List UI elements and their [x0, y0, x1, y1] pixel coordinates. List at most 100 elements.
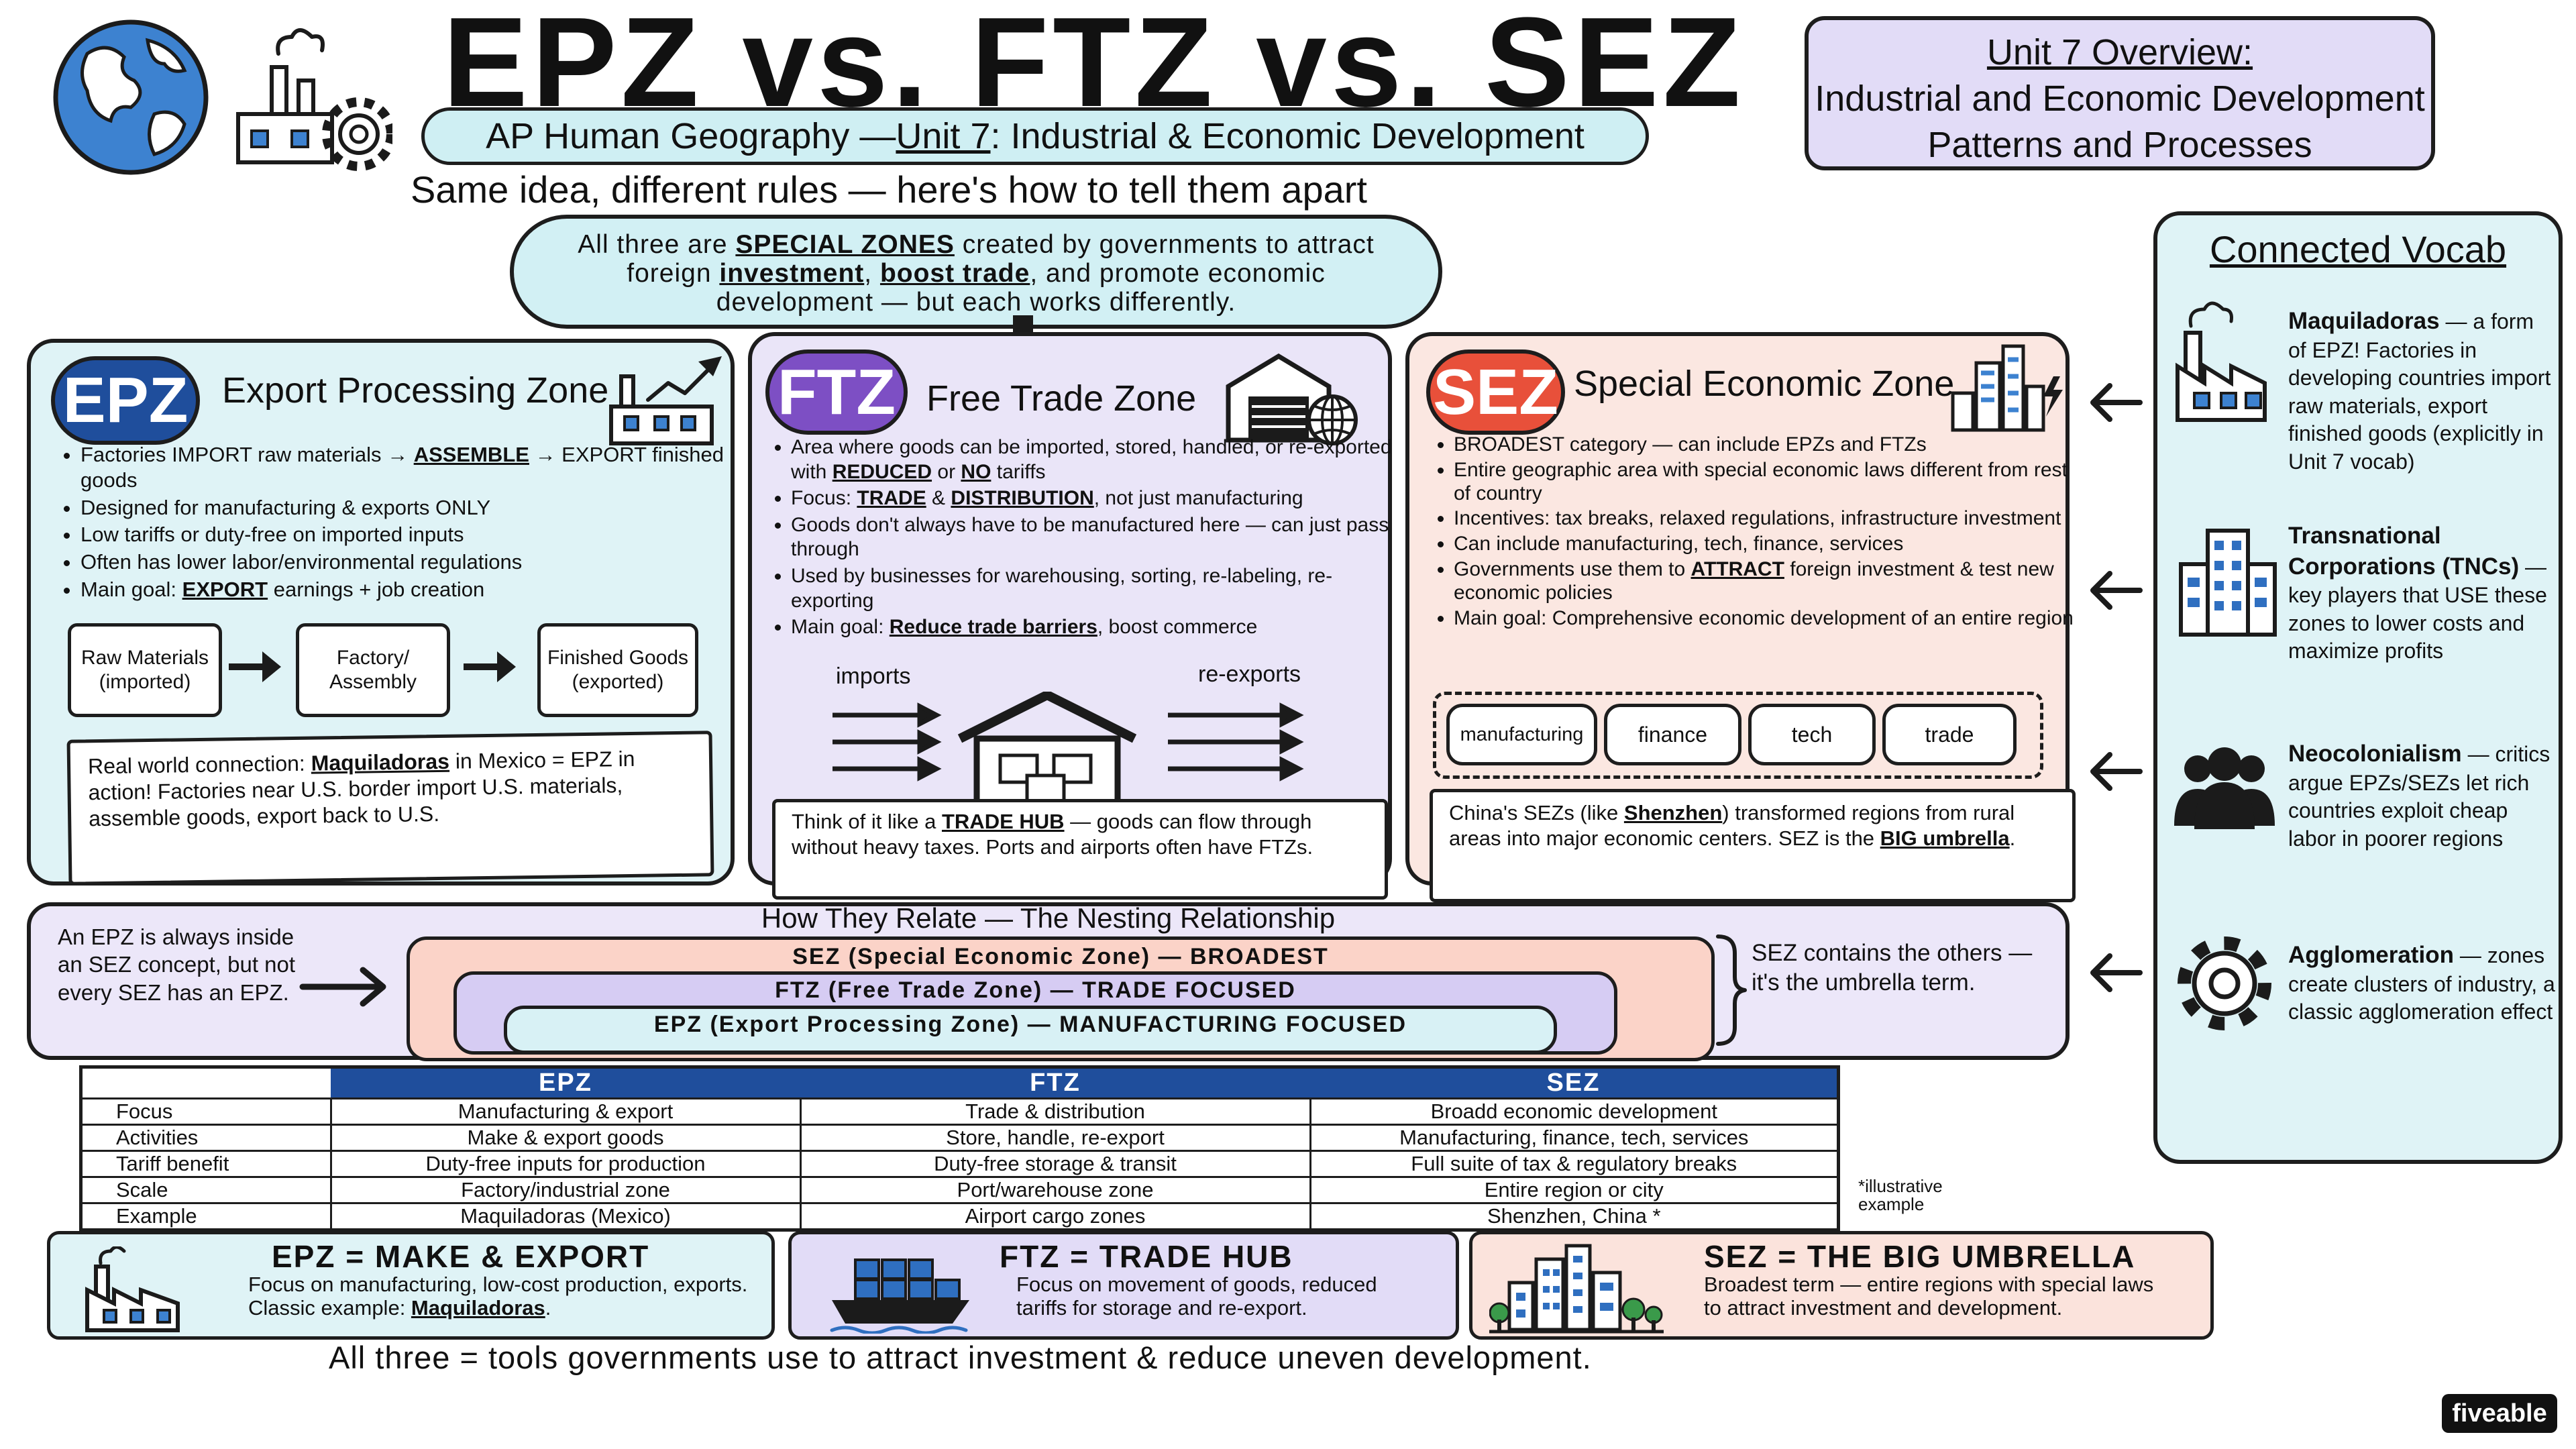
bullet-text: earnings + job creation	[268, 578, 485, 602]
ring-ftz-label: FTZ (Free Trade Zone) — TRADE FOCUSED	[775, 977, 1296, 1003]
sez-china-note: China's SEZs (like Shenzhen) transformed…	[1430, 789, 2076, 902]
ring-sez-label: SEZ (Special Economic Zone) — BROADEST	[792, 944, 1329, 969]
epz-title: Export Processing Zone	[222, 370, 609, 411]
list-item: Governments use them to ATTRACT foreign …	[1454, 558, 2084, 605]
epz-bullets: Factories IMPORT raw materials → ASSEMBL…	[51, 442, 751, 604]
summary-text: Focus on manufacturing, low-cost product…	[248, 1273, 748, 1320]
table-cell: Manufacturing & export	[329, 1097, 802, 1126]
cloud-text: ,	[864, 258, 880, 288]
comparison-table: EPZ FTZ SEZ Focus Manufacturing & export…	[79, 1065, 1840, 1232]
table-row: Scale Factory/industrial zone Port/wareh…	[80, 1176, 1839, 1204]
sez-components-box	[1433, 692, 2043, 779]
table-header-cell: EPZ	[331, 1067, 800, 1099]
ftz-bullets: Area where goods can be imported, stored…	[761, 435, 1408, 642]
bullet-text: Factories IMPORT raw materials →	[80, 443, 414, 466]
ftz-badge: FTZ	[765, 350, 908, 435]
summary-sez: SEZ = THE BIG UMBRELLA Broadest term — e…	[1469, 1231, 2214, 1340]
table-cell: Maquiladoras (Mexico)	[329, 1202, 802, 1231]
table-cell: Full suite of tax & regulatory breaks	[1309, 1150, 1839, 1178]
unit-overview-box: Unit 7 Overview: Industrial and Economic…	[1805, 16, 2435, 170]
list-item: Focus: TRADE & DISTRIBUTION, not just ma…	[791, 486, 1408, 511]
course-subtitle: AP Human Geography — Unit 7: Industrial …	[421, 107, 1649, 165]
nesting-panel: How They Relate — The Nesting Relationsh…	[27, 902, 2070, 1061]
bullet-text: Main goal:	[791, 616, 890, 639]
ftz-trade-hub-note: Think of it like a TRADE HUB — goods can…	[772, 799, 1388, 900]
note-text: Think of it like a	[792, 810, 942, 833]
ftz-title: Free Trade Zone	[926, 378, 1197, 419]
table-cell: Factory/industrial zone	[329, 1176, 802, 1204]
summary-sez-head: SEZ = THE BIG UMBRELLA	[1704, 1239, 2136, 1274]
note-text: .	[2009, 826, 2016, 850]
flow-raw-materials: Raw Materials (imported)	[68, 623, 222, 717]
note-emphasis: BIG umbrella	[1880, 826, 2010, 850]
table-row: Focus Manufacturing & export Trade & dis…	[80, 1097, 1839, 1126]
vocab-desc: — critics argue EPZs/SEZs let rich count…	[2288, 742, 2551, 851]
overview-title: Unit 7 Overview:	[1986, 32, 2253, 72]
summary-epz: EPZ = MAKE & EXPORT Focus on manufacturi…	[47, 1231, 775, 1340]
gear-icon	[2174, 933, 2275, 1034]
vocab-desc: — a form of EPZ! Factories in developing…	[2288, 309, 2551, 474]
vocab-title: Connected Vocab	[2209, 228, 2507, 270]
summary-text: .	[545, 1295, 551, 1320]
city-lightning-icon	[1946, 339, 2067, 433]
epz-badge: EPZ	[51, 356, 200, 445]
table-footnote: *illustrative example	[1858, 1176, 1943, 1215]
arrow-left-icon	[2086, 570, 2143, 610]
vocab-term: Transnational Corporations (TNCs)	[2288, 523, 2520, 580]
tagline: Same idea, different rules — here's how …	[411, 168, 1367, 211]
vocab-term: Maquiladoras	[2288, 308, 2440, 334]
ftz-panel: FTZ Free Trade Zone Area where goods can…	[748, 332, 1392, 900]
chip-manufacturing: manufacturing	[1446, 704, 1597, 765]
cloud-emphasis: investment	[719, 258, 865, 288]
table-cell: Trade & distribution	[799, 1097, 1311, 1126]
vocab-maquiladoras: Maquiladoras — a form of EPZ! Factories …	[2288, 306, 2557, 476]
cloud-emphasis: boost trade	[879, 258, 1030, 288]
nesting-title: How They Relate — The Nesting Relationsh…	[761, 902, 1336, 934]
vocab-desc: — key players that USE these zones to lo…	[2288, 554, 2547, 663]
table-cell: Port/warehouse zone	[799, 1176, 1311, 1204]
sez-bullets: BROADEST category — can include EPZs and…	[1424, 433, 2084, 632]
list-item: Designed for manufacturing & exports ONL…	[80, 495, 751, 521]
list-item: Main goal: Comprehensive economic develo…	[1454, 607, 2084, 631]
epz-panel: EPZ Export Processing Zone Factories IMP…	[27, 339, 735, 885]
table-cell: Shenzhen, China *	[1309, 1202, 1839, 1231]
warehouse-flow-icon	[833, 692, 1316, 806]
table-cell: Tariff benefit	[80, 1150, 332, 1178]
table-row: Example Maquiladoras (Mexico) Airport ca…	[80, 1202, 1839, 1231]
globe-icon	[47, 13, 228, 181]
bullet-emphasis: TRADE	[857, 487, 926, 510]
vocab-tncs: Transnational Corporations (TNCs) — key …	[2288, 521, 2557, 665]
list-item: BROADEST category — can include EPZs and…	[1454, 433, 2084, 457]
table-header-cell: FTZ	[800, 1067, 1310, 1099]
fiveable-logo: fiveable	[2442, 1394, 2557, 1433]
summary-epz-desc: Focus on manufacturing, low-cost product…	[248, 1273, 758, 1320]
table-header-cell: SEZ	[1310, 1067, 1839, 1099]
note-text: Real world connection:	[87, 751, 311, 779]
bullet-text: , not just manufacturing	[1093, 487, 1303, 510]
chip-finance: finance	[1604, 704, 1741, 765]
list-item: Main goal: EXPORT earnings + job creatio…	[80, 577, 751, 602]
note-emphasis: Maquiladoras	[311, 749, 450, 775]
subtitle-suffix: : Industrial & Economic Development	[990, 116, 1585, 156]
nesting-right-text: SEZ contains the others — it's the umbre…	[1752, 940, 2033, 996]
sez-panel: SEZ Special Economic Zone BROADEST categ…	[1405, 332, 2076, 902]
bullet-emphasis: NO	[961, 460, 991, 483]
sez-badge: SEZ	[1426, 350, 1565, 435]
arrow-right-icon	[229, 650, 282, 684]
bullet-emphasis: Reduce trade barriers	[889, 616, 1097, 639]
cargo-ship-icon	[828, 1246, 976, 1334]
arrow-left-icon	[2086, 953, 2143, 993]
bullet-text: tariffs	[991, 460, 1046, 483]
list-item: Often has lower labor/environmental regu…	[80, 549, 751, 575]
sez-title: Special Economic Zone	[1574, 364, 1955, 404]
table-row: Activities Make & export goods Store, ha…	[80, 1124, 1839, 1152]
list-item: Area where goods can be imported, stored…	[791, 435, 1408, 484]
brace-icon	[1715, 933, 1748, 1047]
connected-vocab-panel: Connected Vocab Maquiladoras — a form of…	[2153, 211, 2563, 1164]
bottom-line: All three = tools governments use to att…	[329, 1340, 1592, 1375]
arrow-right-icon	[299, 967, 393, 1007]
cloud-text: , and promote economic development — but…	[716, 258, 1326, 317]
table-cell: Store, handle, re-export	[799, 1124, 1311, 1152]
cloud-text: created by governments to attract foreig…	[627, 230, 1375, 288]
note-text: — goods can flow through without heavy t…	[792, 810, 1313, 859]
